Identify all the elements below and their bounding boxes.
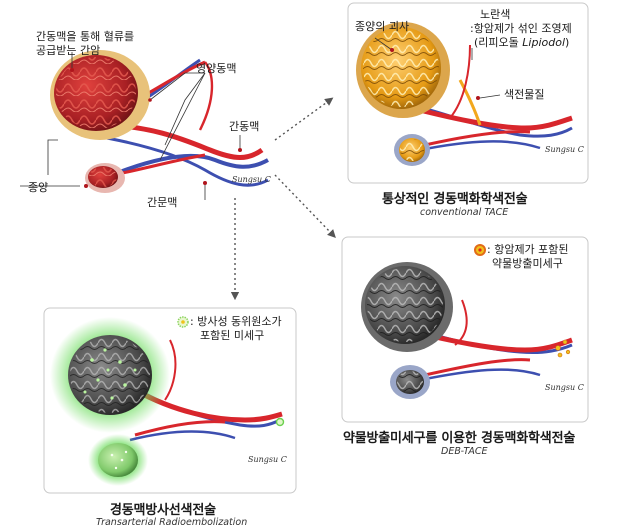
label-nutrient-artery: 영양동맥 — [196, 62, 237, 75]
drug-beads — [555, 339, 571, 358]
arrow-to-conventional — [274, 97, 334, 141]
label-necrosis: 종양의 괴사 — [355, 20, 410, 33]
label-portal-vein: 간문맥 — [147, 196, 178, 209]
label-yellow: 노란색 — [480, 8, 511, 21]
label-tumor: 종양 — [28, 181, 49, 194]
arrows — [230, 97, 336, 301]
deb-legend-2: 약물방출미세구 — [492, 257, 563, 270]
small-tumor-radioembolized — [98, 443, 138, 477]
artery-branch-3 — [198, 61, 214, 131]
caption-conventional: 통상적인 경동맥화학색전술 — [382, 192, 528, 207]
signature: Sungsu C — [545, 145, 584, 154]
signature: Sungsu C — [545, 383, 584, 392]
subcaption-tare: Transarterial Radioembolization — [96, 517, 248, 528]
tare-legend-2: 포함된 미세구 — [200, 329, 265, 342]
label-liver-tumor: 간동맥을 통해 혈류를 — [36, 30, 135, 43]
conventional-illustration: Sungsu C — [356, 22, 584, 166]
main-illustration: Sungsu C — [20, 50, 271, 200]
label-embolic: 색전물질 — [504, 88, 545, 101]
deb-legend-1: : 항암제가 포함된 — [487, 243, 569, 256]
portal-vein-branch — [111, 153, 269, 177]
label-liver-tumor-2: 공급받는 간암 — [36, 44, 101, 57]
label-lipiodol-2: (리피오돌 Lipiodol) — [474, 36, 570, 49]
arrow-to-deb — [274, 174, 336, 239]
caption-tare: 경동맥방사선색전술 — [110, 503, 216, 518]
signature: Sungsu C — [248, 455, 287, 464]
tare-illustration: Sungsu C — [50, 316, 287, 486]
subcaption-deb: DEB-TACE — [441, 446, 488, 457]
caption-deb: 약물방출미세구를 이용한 경동맥화학색전술 — [343, 431, 576, 446]
signature: Sungsu C — [232, 175, 271, 184]
vein-branch-2 — [89, 133, 269, 187]
label-hepatic-artery: 간동맥 — [229, 120, 260, 133]
deb-illustration: Sungsu C — [361, 244, 584, 399]
subcaption-conventional: conventional TACE — [420, 207, 509, 218]
hepatic-artery — [99, 122, 264, 160]
tare-legend-1: : 방사성 동위원소가 — [190, 315, 282, 328]
radio-microspheres — [83, 348, 137, 400]
label-lipiodol-1: :항암제가 섞인 조영제 — [470, 22, 572, 35]
